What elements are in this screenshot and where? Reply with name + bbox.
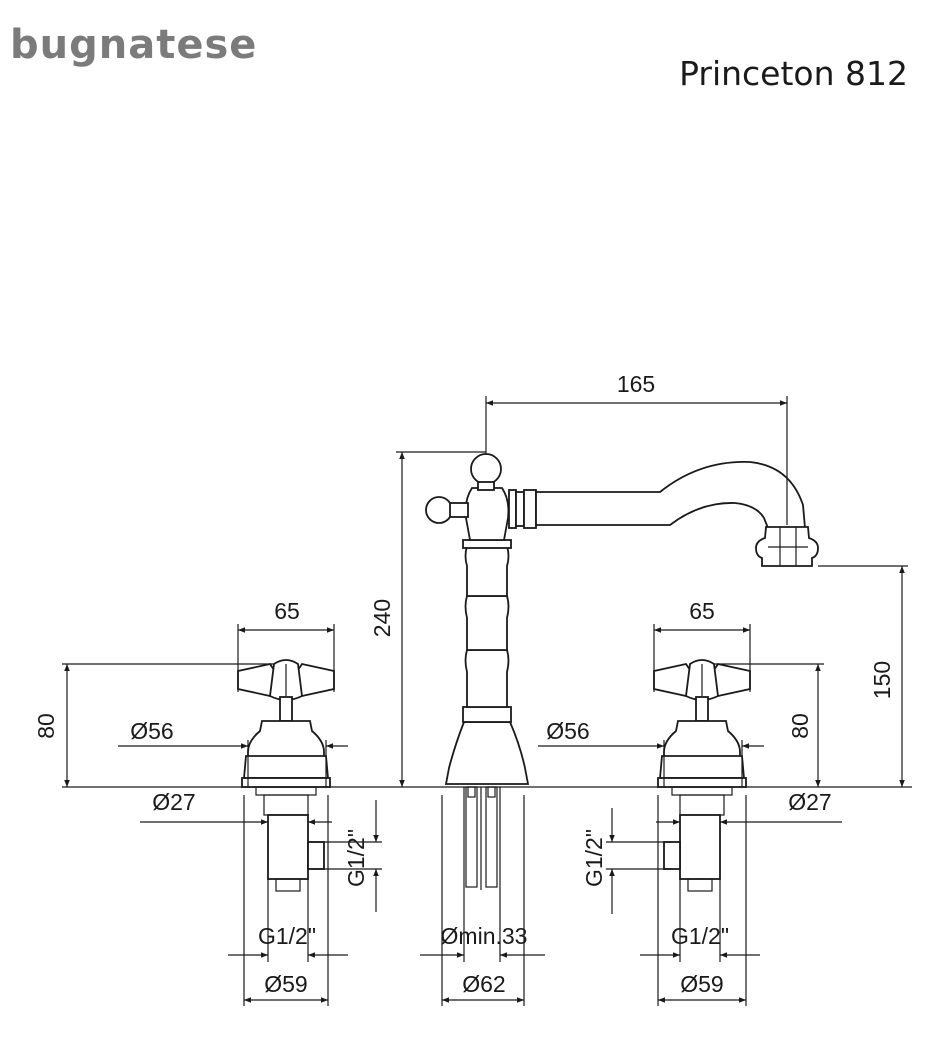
dim-spout-reach: 165: [617, 371, 655, 397]
brand-logo: bugnatese: [10, 22, 258, 68]
spout-body: [425, 453, 819, 785]
dim-handle-width-right: 65: [689, 598, 715, 624]
dim-thread-vertical-right: G1/2": [581, 829, 607, 887]
dim-flange-left: Ø59: [264, 971, 307, 997]
dim-base-diameter-left: Ø56: [130, 718, 173, 744]
dim-spout-height: 150: [869, 661, 895, 699]
dim-handle-height-left: 80: [33, 713, 59, 739]
dim-hole-min: Ømin.33: [441, 923, 528, 949]
dim-handle-height-right: 80: [787, 713, 813, 739]
dim-shank-diameter-right: Ø27: [788, 789, 831, 815]
dim-thread-horizontal-right: G1/2": [671, 923, 729, 949]
dim-flange-right: Ø59: [680, 971, 723, 997]
dim-thread-vertical-left: G1/2": [343, 829, 369, 887]
right-handle-valve: [653, 659, 751, 892]
model-title: Princeton 812: [679, 54, 908, 93]
dim-shank-diameter-left: Ø27: [152, 789, 195, 815]
dim-base-diameter-right: Ø56: [546, 718, 589, 744]
dimension-lines: [62, 396, 908, 1006]
left-handle-valve: [237, 659, 335, 892]
spout-shank: [465, 786, 498, 890]
dim-flange-center: Ø62: [462, 971, 505, 997]
dim-thread-horizontal-left: G1/2": [258, 923, 316, 949]
dim-total-height: 240: [369, 599, 395, 637]
dim-handle-width-left: 65: [274, 598, 300, 624]
